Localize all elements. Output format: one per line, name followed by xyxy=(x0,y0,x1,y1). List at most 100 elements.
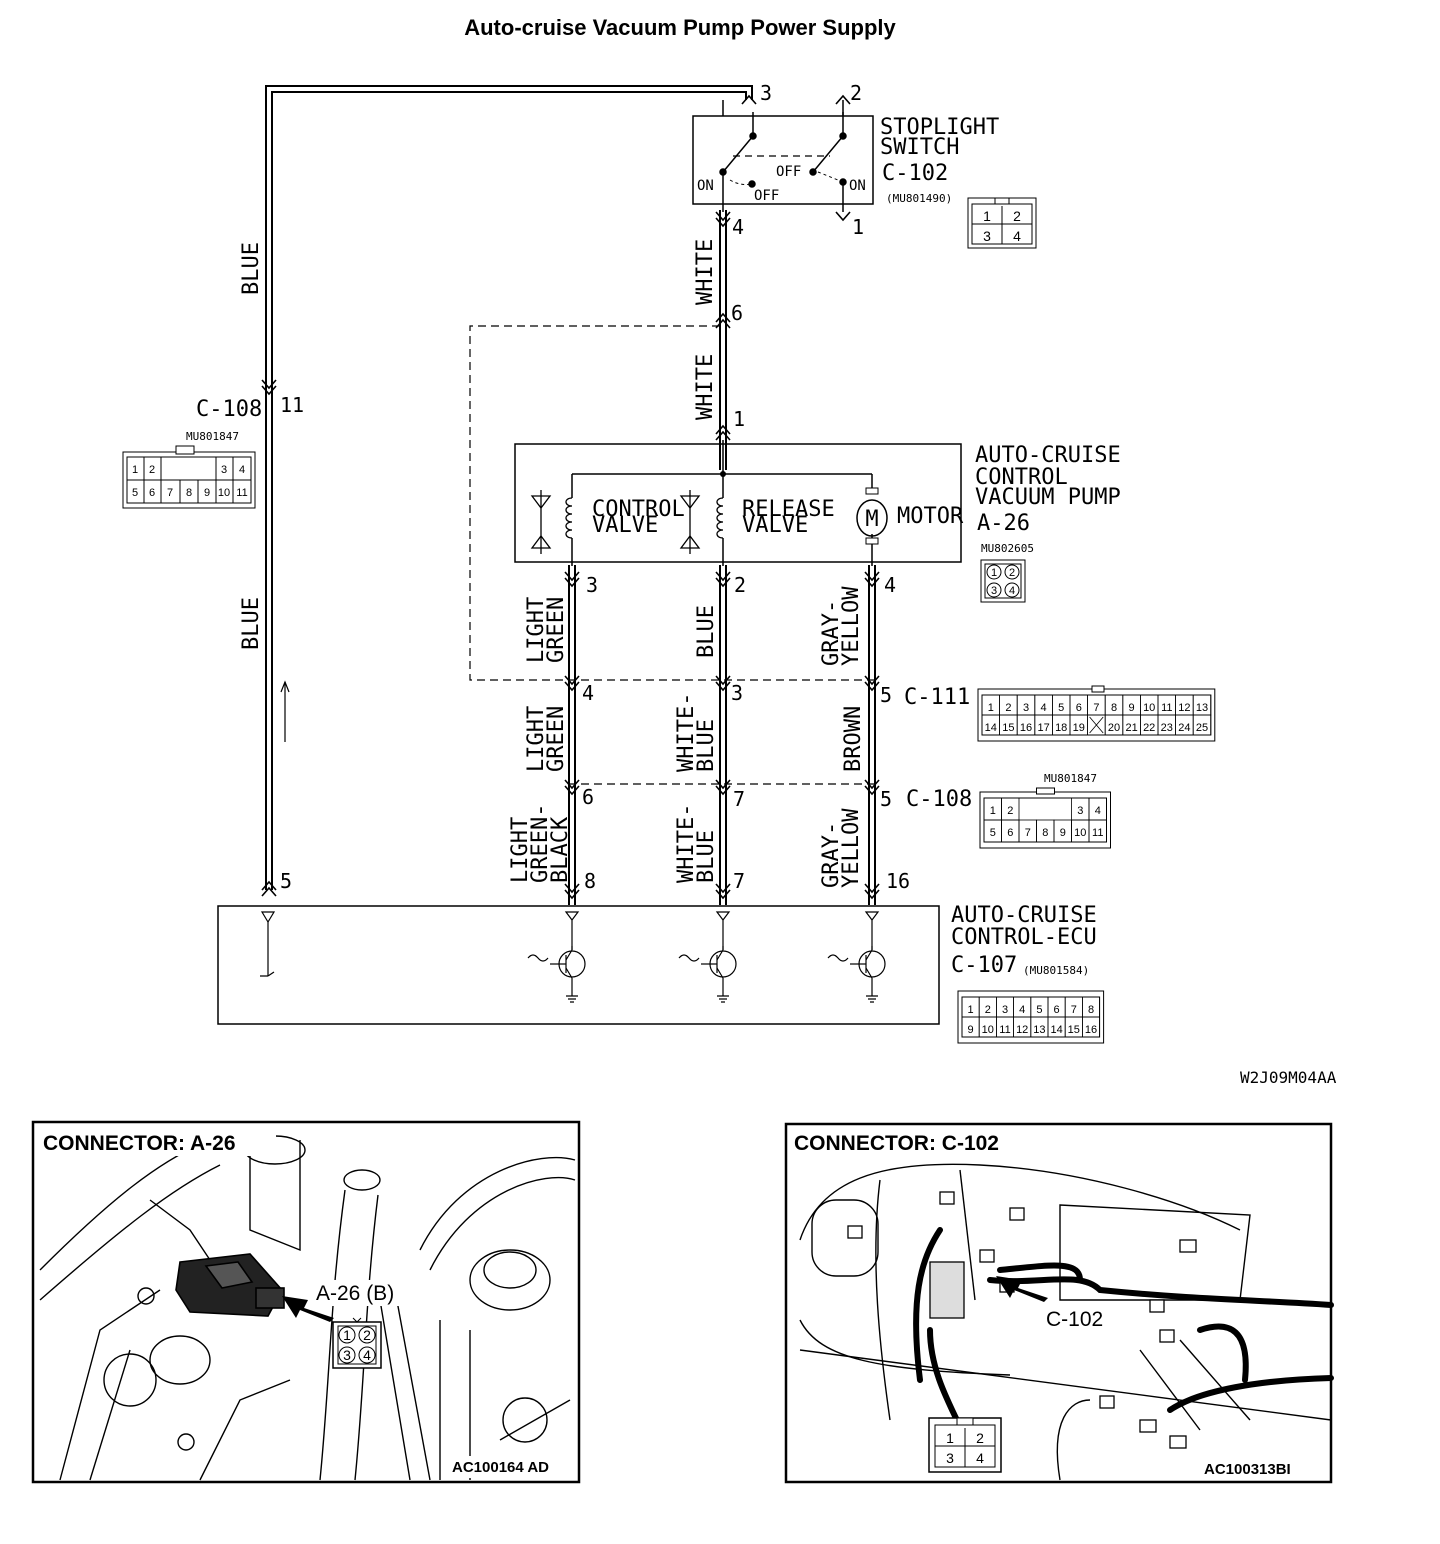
c111-cell: 22 xyxy=(1143,722,1155,734)
c111-cell: 16 xyxy=(1020,722,1032,734)
pin: 11 xyxy=(280,393,304,417)
ecu-part-no: (MU801584) xyxy=(1023,964,1089,977)
c108-upper-label: C-108 xyxy=(196,397,262,422)
c108-lower-cell: 10 xyxy=(1074,827,1086,839)
pin: 2 xyxy=(850,81,862,105)
switch-name-2: SWITCH xyxy=(880,135,959,160)
c111-cell: 23 xyxy=(1161,722,1173,734)
c108-lower-cell: 7 xyxy=(1025,827,1031,839)
c107-cell: 5 xyxy=(1036,1004,1042,1016)
c108-cell: 8 xyxy=(186,487,192,499)
c111-cell: 18 xyxy=(1055,722,1067,734)
pin: 3 xyxy=(731,681,743,705)
release-valve-line1: RELEASE xyxy=(742,497,835,522)
c102-cell: 1 xyxy=(983,208,991,224)
ecu-name-2: CONTROL-ECU xyxy=(951,925,1097,950)
panel-c102-code: AC100313BI xyxy=(1204,1461,1291,1478)
c108-lower-cell: 9 xyxy=(1060,827,1066,839)
c108-lower-cell: 5 xyxy=(990,827,996,839)
pin: 3 xyxy=(760,81,772,105)
c108-cell: 4 xyxy=(239,464,245,476)
c107-cell: 8 xyxy=(1088,1004,1094,1016)
c111-cell: 9 xyxy=(1129,702,1135,714)
c108-cell: 11 xyxy=(236,487,247,499)
c108-cell: 1 xyxy=(132,464,138,476)
wire-label-blue: BLUE xyxy=(239,242,264,295)
c111-cell: 12 xyxy=(1178,702,1190,714)
wire-label: YELLOW xyxy=(839,586,864,666)
pump-name-3: VACUUM PUMP xyxy=(975,485,1121,510)
wire-label: YELLOW xyxy=(839,808,864,888)
c111-cell: 17 xyxy=(1037,722,1049,734)
switch-connector: C-102 xyxy=(882,161,948,186)
pump-name-1: AUTO-CRUISE xyxy=(975,443,1121,468)
pin: 5 xyxy=(880,683,892,707)
c111-cell: 7 xyxy=(1093,702,1099,714)
c102-cell: 3 xyxy=(983,228,991,244)
control-valve-line2: VALVE xyxy=(592,513,658,538)
a26-cell: 1 xyxy=(991,567,997,579)
pin: 6 xyxy=(731,301,743,325)
pin: 16 xyxy=(886,869,910,893)
panel-c102-cell: 3 xyxy=(946,1450,954,1466)
c108-lower-cell: 2 xyxy=(1007,805,1013,817)
panel-a26-code: AC100164 AD xyxy=(452,1459,549,1476)
figure-code: W2J09M04AA xyxy=(1240,1068,1337,1087)
pin: 1 xyxy=(852,215,864,239)
pin: 7 xyxy=(733,869,745,893)
c111-cell: 21 xyxy=(1125,722,1137,734)
wire-label: WHITE- xyxy=(674,693,699,772)
c111-cell: 20 xyxy=(1108,722,1120,734)
wire-label: LIGHT xyxy=(524,597,549,663)
wire-label: BLACK xyxy=(548,816,573,883)
wire-blue-outer xyxy=(265,85,753,890)
diagram-title: Auto-cruise Vacuum Pump Power Supply xyxy=(464,15,896,40)
a26-pointer-arrow xyxy=(282,1296,334,1322)
a26-connector-face: 1 2 3 4 xyxy=(980,559,1026,603)
c107-cell: 1 xyxy=(968,1004,974,1016)
c111-cell: 24 xyxy=(1178,722,1190,734)
panel-a26-callout: A-26 (B) xyxy=(316,1282,394,1305)
switch-name-1: STOPLIGHT xyxy=(880,115,999,140)
c111-label: C-111 xyxy=(904,685,970,710)
panel-a26-title: CONNECTOR: A-26 xyxy=(43,1132,236,1155)
wire-label: BLUE xyxy=(694,830,719,883)
c111-cell: 14 xyxy=(985,722,997,734)
c107-cell: 12 xyxy=(1016,1024,1028,1036)
control-valve-line1: CONTROL xyxy=(592,497,685,522)
current-direction-arrow xyxy=(280,680,290,742)
connector-c102-panel: CONNECTOR: C-102 C-102 1 2 3 4 AC100313B… xyxy=(784,1122,1334,1484)
c108-cell: 9 xyxy=(204,487,210,499)
pin: 4 xyxy=(884,573,896,597)
c111-cell: 3 xyxy=(1023,702,1029,714)
wire-label-white: WHITE xyxy=(693,239,718,305)
pump-part-no: MU802605 xyxy=(981,542,1034,555)
release-valve-line2: VALVE xyxy=(742,513,808,538)
c108-cell: 5 xyxy=(132,487,138,499)
wire-label: LIGHT xyxy=(524,706,549,772)
wire-label-blue: BLUE xyxy=(239,597,264,650)
motor-symbol: M xyxy=(865,507,878,532)
c108-lower-cell: 3 xyxy=(1077,805,1083,817)
pin: 3 xyxy=(586,573,598,597)
panel-a26-cell: 2 xyxy=(363,1327,371,1343)
c107-cell: 14 xyxy=(1050,1024,1062,1036)
wire-label: GREEN xyxy=(544,706,569,772)
c111-cell: 1 xyxy=(988,702,994,714)
c108-cell: 6 xyxy=(149,487,155,499)
wire-label: BLUE xyxy=(694,719,719,772)
wire-label: BLUE xyxy=(694,605,719,658)
pin: 2 xyxy=(734,573,746,597)
pin: 5 xyxy=(880,787,892,811)
pin-chevrons xyxy=(261,94,880,900)
c108-lower-cell: 4 xyxy=(1095,805,1101,817)
c107-cell: 16 xyxy=(1085,1024,1097,1036)
wire-label: WHITE- xyxy=(674,804,699,883)
c102-pointer-arrow xyxy=(996,1276,1048,1302)
panel-c102-title: CONNECTOR: C-102 xyxy=(794,1132,999,1155)
c102-cell: 4 xyxy=(1013,228,1021,244)
wire-blue-inner xyxy=(271,91,747,890)
switch-part-no: (MU801490) xyxy=(886,192,952,205)
c111-cell: 6 xyxy=(1076,702,1082,714)
